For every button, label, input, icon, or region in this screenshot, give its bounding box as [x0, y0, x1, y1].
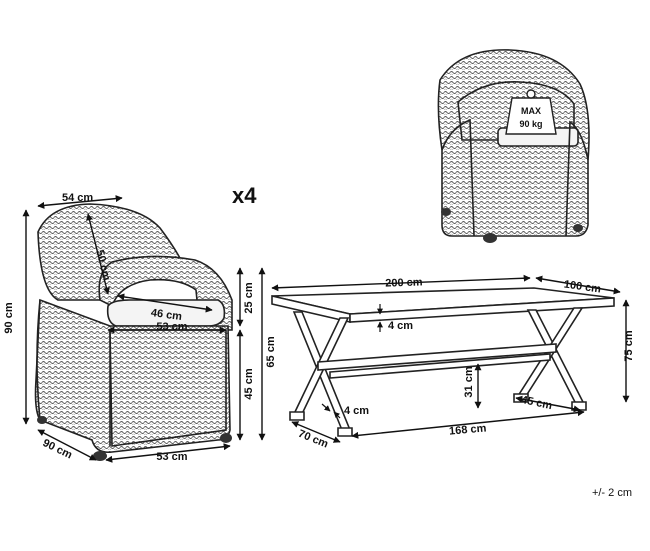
weight-badge: MAX 90 kg [505, 89, 557, 135]
chair-back-width-label: 54 cm [62, 192, 93, 204]
tolerance-note: +/- 2 cm [592, 487, 632, 499]
table-top-thickness-label: 4 cm [388, 320, 413, 332]
chair-base-width-label: 53 cm [156, 451, 187, 463]
table-height-label: 75 cm [623, 330, 635, 361]
chair-seat-depth-label: 46 cm [150, 307, 183, 323]
chair-seat-width-label: 53 cm [156, 321, 187, 333]
chair-dimension-labels: 54 cm 50 cm 46 cm 53 cm 90 cm 25 cm 45 c… [3, 192, 277, 463]
table-width-label: 100 cm [563, 278, 602, 295]
table-leg-span-label: 168 cm [449, 422, 487, 437]
chair-arm-total-label: 65 cm [265, 336, 277, 367]
chair-height-label: 90 cm [3, 302, 15, 333]
quantity-label: x4 [232, 183, 257, 208]
badge-weight-value: 90 kg [519, 119, 542, 129]
table-leg-thickness-label: 4 cm [344, 405, 369, 417]
large-chair-illustration [34, 203, 233, 461]
table-dimension-lines [271, 274, 630, 443]
chair-arm-height-label: 25 cm [243, 282, 255, 313]
badge-max-label: MAX [521, 106, 541, 116]
table-illustration [271, 287, 615, 437]
small-chair-illustration: MAX 90 kg [437, 49, 590, 243]
chair-seat-height-label: 45 cm [243, 368, 255, 399]
table-length-label: 200 cm [385, 276, 423, 289]
chair-dimension-lines [22, 195, 266, 463]
table-clearance-label: 31 cm [463, 366, 475, 397]
table-leg-width-label: 45 cm [520, 394, 553, 412]
